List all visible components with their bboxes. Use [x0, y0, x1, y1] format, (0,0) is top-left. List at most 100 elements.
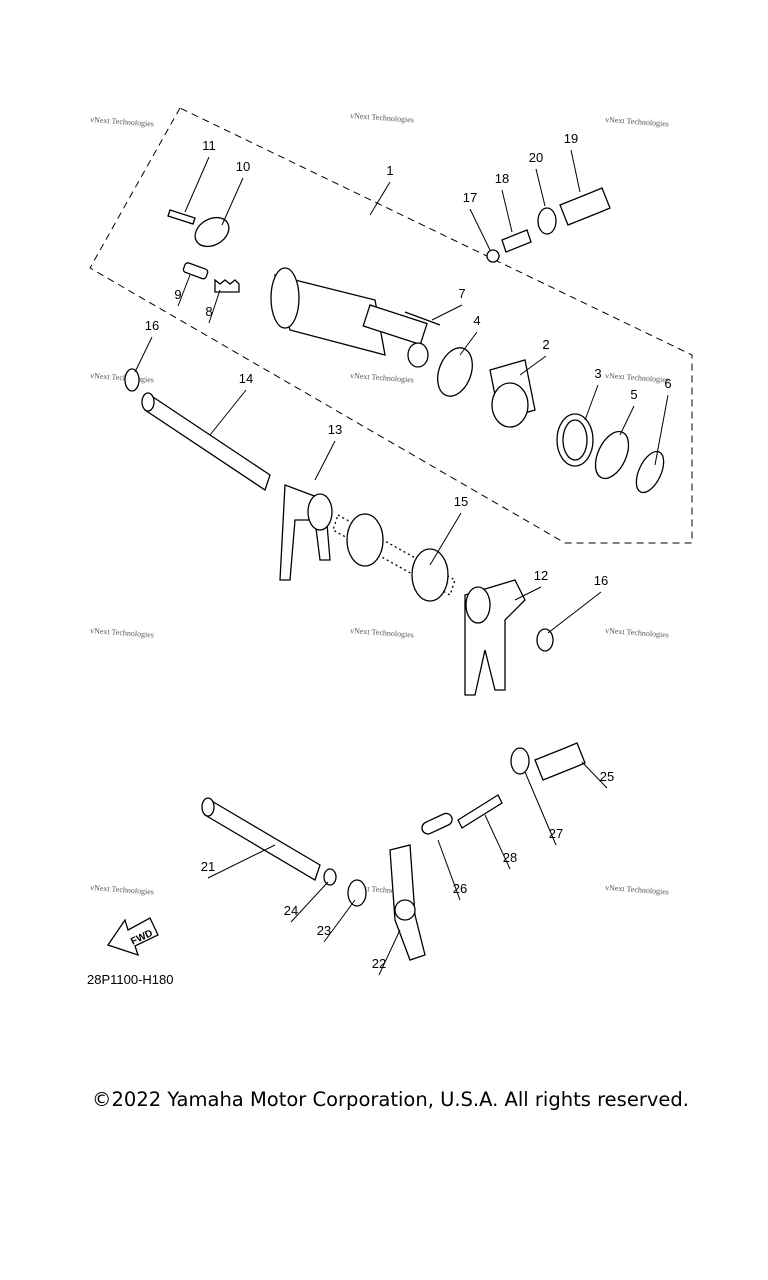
leader-line: [221, 177, 244, 226]
part-pin-26: [421, 812, 453, 835]
callout-16: 16: [145, 318, 159, 333]
leader-line: [547, 591, 602, 634]
part-circlip-24: [323, 868, 337, 886]
watermark: vNext Technologies: [605, 626, 669, 639]
part-washer-5: [594, 430, 630, 480]
leader-line: [290, 881, 329, 923]
callout-19: 19: [564, 131, 578, 146]
callout-17: 17: [463, 190, 477, 205]
leader-line: [369, 181, 391, 216]
watermark: vNext Technologies: [605, 115, 669, 128]
callout-6: 6: [664, 376, 671, 391]
callout-1: 1: [386, 163, 393, 178]
callout-28: 28: [503, 850, 517, 865]
part-spring-8: [214, 278, 240, 293]
watermark: vNext Technologies: [90, 626, 154, 639]
leader-line: [469, 208, 491, 251]
watermark: vNext Technologies: [90, 115, 154, 128]
leader-line: [177, 274, 191, 307]
callout-18: 18: [495, 171, 509, 186]
callout-7: 7: [458, 286, 465, 301]
watermark: vNext Technologies: [605, 883, 669, 896]
leader-line: [208, 289, 221, 324]
leader-line: [484, 814, 511, 870]
part-washer-23: [347, 879, 367, 907]
leader-line: [459, 331, 478, 356]
part-plate-4: [437, 347, 473, 397]
watermark: vNext Technologies: [350, 371, 414, 384]
part-circlip-16b: [536, 628, 554, 652]
fwd-arrow-icon: FWD: [106, 917, 159, 957]
part-ball-17: [486, 249, 500, 263]
part-gasket-20: [537, 207, 557, 235]
assembly-boundary: [89, 107, 693, 544]
leader-line: [207, 844, 276, 879]
watermark: vNext Technologies: [605, 371, 669, 384]
callout-5: 5: [630, 387, 637, 402]
callout-23: 23: [317, 923, 331, 938]
part-shift-arm-22: [389, 844, 426, 961]
watermark: vNext Technologies: [350, 111, 414, 124]
callout-25: 25: [600, 769, 614, 784]
callout-2: 2: [542, 337, 549, 352]
part-plug-25: [534, 742, 586, 781]
callout-10: 10: [236, 159, 250, 174]
callout-12: 12: [534, 568, 548, 583]
part-shift-fork-shaft-14: [141, 392, 271, 492]
leader-line: [654, 394, 669, 466]
copyright: ©2022 Yamaha Motor Corporation, U.S.A. A…: [92, 1088, 689, 1111]
leader-line: [570, 149, 581, 193]
callout-4: 4: [473, 313, 480, 328]
part-pin-9: [182, 262, 209, 280]
callout-8: 8: [205, 304, 212, 319]
part-shift-fork-13: [279, 484, 333, 581]
leader-line: [209, 389, 247, 436]
part-gasket-27: [510, 747, 530, 775]
leader-line: [437, 839, 461, 901]
callout-3: 3: [594, 366, 601, 381]
part-circlip-16a: [124, 368, 140, 392]
callout-24: 24: [284, 903, 298, 918]
part-spring-18: [501, 229, 532, 253]
leader-line: [619, 405, 635, 436]
leader-line: [431, 304, 463, 321]
leader-line: [429, 512, 462, 566]
part-circlip-6: [635, 450, 665, 494]
watermark: vNext Technologies: [350, 626, 414, 639]
leader-line: [378, 929, 401, 976]
leader-line: [524, 771, 557, 846]
part-spring-28: [457, 794, 503, 829]
leader-line: [514, 586, 542, 601]
callout-15: 15: [454, 494, 468, 509]
part-plug-19: [559, 187, 611, 226]
callout-16: 16: [594, 573, 608, 588]
part-plate-10: [194, 216, 230, 248]
leader-line: [519, 355, 547, 376]
callout-9: 9: [174, 287, 181, 302]
callout-21: 21: [201, 859, 215, 874]
leader-line: [501, 189, 513, 233]
leader-line: [314, 440, 336, 481]
part-screw-11: [167, 209, 196, 225]
part-shift-drum-assembly: [270, 267, 441, 368]
callout-26: 26: [453, 881, 467, 896]
watermarks: vNext Technologies vNext Technologies vNex…: [90, 111, 669, 896]
leader-line: [584, 384, 599, 421]
callout-14: 14: [239, 371, 253, 386]
callout-11: 11: [202, 138, 216, 153]
leader-line: [323, 899, 356, 943]
part-shift-fork-12: [464, 579, 526, 696]
part-collar-2: [489, 359, 536, 428]
callout-27: 27: [549, 826, 563, 841]
part-spring-3: [556, 413, 594, 467]
part-spring-15: [332, 513, 456, 602]
callout-13: 13: [328, 422, 342, 437]
watermark: vNext Technologies: [90, 883, 154, 896]
leader-line: [581, 761, 608, 789]
part-code: 28P1100-H180: [87, 972, 174, 987]
callouts: 1234567891011121314151616171819202122232…: [134, 131, 672, 976]
part-shaft-21: [201, 797, 321, 881]
watermark: vNext Technologies: [90, 371, 154, 384]
callout-22: 22: [372, 956, 386, 971]
